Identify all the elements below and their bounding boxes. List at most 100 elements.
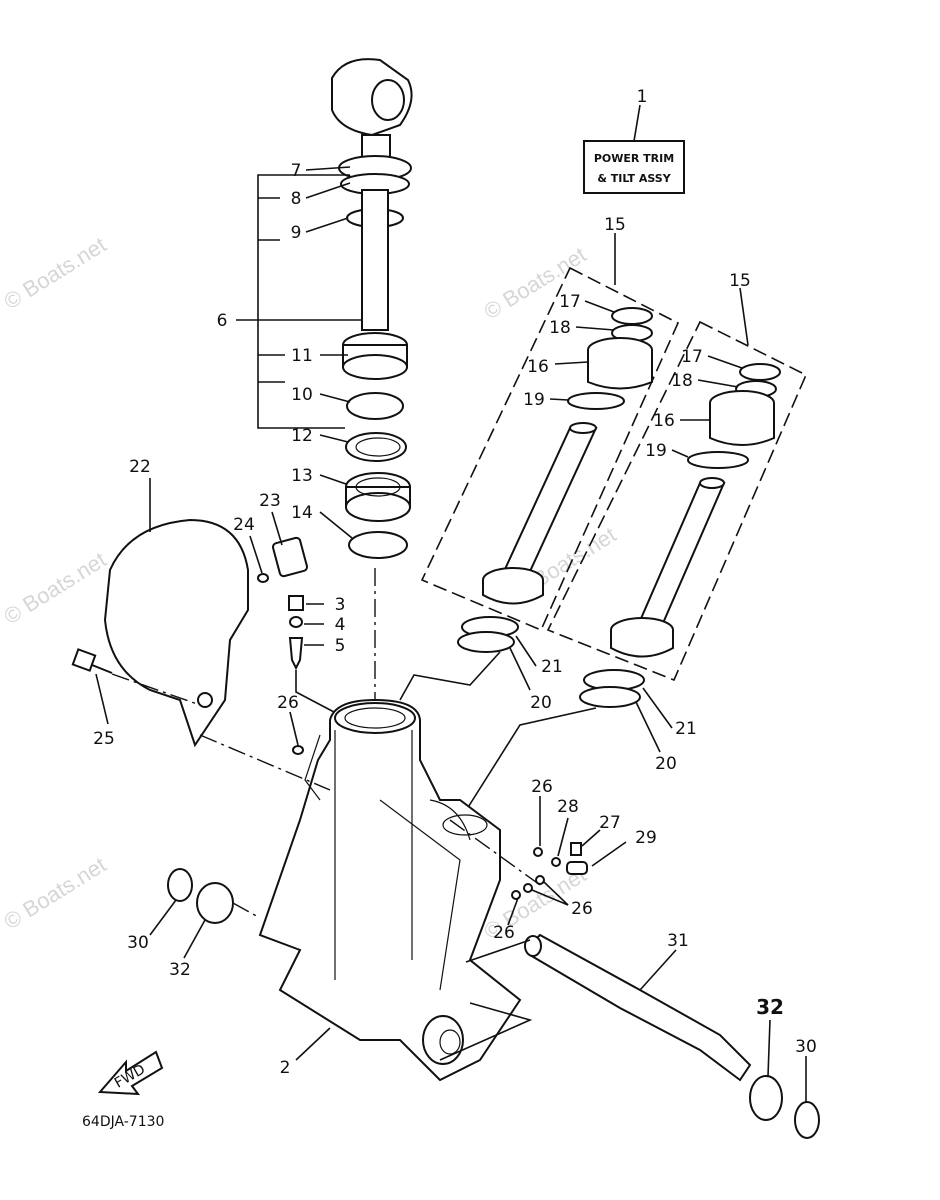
leader-20a-body [399, 651, 501, 701]
part-17b [739, 363, 781, 381]
leader-32a [183, 919, 206, 959]
part-32-bushing-right [749, 1075, 783, 1121]
leader-25 [95, 673, 109, 725]
assy-box-line2: & TILT ASSY [597, 172, 671, 185]
assy-box-frame [583, 140, 685, 194]
part-14-oring [348, 531, 408, 559]
bracket-bore-inner [344, 707, 406, 729]
leader-23 [271, 511, 283, 546]
callout-17b: 17 [681, 347, 703, 367]
callout-14: 14 [291, 503, 313, 523]
callout-9: 9 [291, 223, 302, 243]
callout-12: 12 [291, 426, 313, 446]
cover-hole [197, 692, 213, 708]
leader-12 [319, 434, 349, 443]
assy-box-line1: POWER TRIM [594, 152, 674, 165]
bracket-6 [257, 174, 350, 429]
part-17a [611, 307, 653, 325]
part-26-b [533, 847, 543, 857]
part-20a [457, 631, 515, 653]
part-16a-body [587, 350, 653, 390]
leader-13 [319, 474, 347, 485]
leader-20b [635, 701, 661, 753]
part-4 [289, 616, 303, 628]
part-29 [566, 861, 588, 875]
part-32-bushing-left [196, 882, 234, 924]
part-30-circlip-left [167, 868, 193, 902]
trim-rod-b-end [699, 477, 725, 489]
part-27 [570, 842, 582, 856]
part-12-ring [345, 432, 407, 462]
bolt-shank [91, 664, 113, 674]
leader-26c-1 [543, 881, 569, 906]
fwd-arrow-shape [97, 1050, 164, 1096]
leader-19b [671, 449, 689, 458]
trim-piston-b [610, 630, 674, 658]
leader-32b [767, 1019, 771, 1077]
leader-24 [249, 535, 263, 574]
callout-23: 23 [259, 491, 281, 511]
callout-13: 13 [291, 466, 313, 486]
callout-30b: 30 [795, 1037, 817, 1057]
part-2-bracket [199, 698, 541, 1082]
group-box-15b [546, 320, 808, 682]
callout-21b: 21 [675, 719, 697, 739]
callout-7: 7 [291, 161, 302, 181]
callout-3: 3 [335, 595, 346, 615]
leader-17b [707, 355, 743, 369]
leader-26a [289, 711, 299, 746]
part-10-ring [346, 392, 404, 420]
part-22-cover [103, 518, 249, 748]
callout-18b: 18 [671, 371, 693, 391]
part-11-piston-bottom [342, 354, 408, 380]
bracket-pivot-boss [422, 1015, 464, 1065]
callout-19b: 19 [645, 441, 667, 461]
watermark-4: © Boats.net [0, 852, 110, 934]
bracket-body [258, 698, 522, 1082]
bracket-flange [304, 734, 321, 801]
callout-20a: 20 [530, 693, 552, 713]
trim-piston-a [482, 580, 544, 605]
group-bracket-6 [257, 174, 350, 429]
power-trim-tilt-assy-box: POWER TRIM & TILT ASSY [583, 104, 685, 194]
callout-27: 27 [599, 813, 621, 833]
leader-28 [557, 817, 569, 857]
leader-8 [305, 182, 351, 199]
bracket-port [442, 814, 488, 836]
trim-cylinder-15a [420, 266, 680, 632]
leader-15b [739, 287, 749, 346]
leader-1 [633, 104, 641, 142]
callout-2: 2 [280, 1058, 291, 1078]
leader-14 [319, 511, 353, 539]
callout-17a: 17 [559, 292, 581, 312]
shaft-axis-left [199, 734, 331, 791]
part-26-a [292, 745, 304, 755]
callout-26c: 26 [571, 899, 593, 919]
callout-24: 24 [233, 515, 255, 535]
leader-5-body [295, 670, 335, 713]
trim-cylinder-15b [546, 320, 808, 682]
callout-10: 10 [291, 385, 313, 405]
part-26-c [535, 875, 545, 885]
callout-21a: 21 [541, 657, 563, 677]
callout-8: 8 [291, 189, 302, 209]
callout-29: 29 [635, 828, 657, 848]
leader-19a [549, 398, 569, 401]
part-5 [288, 637, 304, 671]
callout-26b: 26 [531, 777, 553, 797]
part-28 [551, 857, 561, 867]
drawing-code: 64DJA-7130 [82, 1114, 164, 1130]
part-19a [567, 392, 625, 410]
part-12-ring-inner [355, 437, 401, 457]
leader-29 [591, 841, 627, 867]
leader-2 [295, 1027, 331, 1061]
cylinder-rod [361, 189, 389, 331]
callout-28: 28 [557, 797, 579, 817]
part-16b-body [709, 403, 775, 446]
leader-20a [509, 647, 531, 691]
bracket-pivot-hole [439, 1029, 461, 1055]
bolt-axis [111, 673, 201, 706]
leader-31 [639, 949, 677, 991]
watermark-1: © Boats.net [0, 232, 110, 314]
